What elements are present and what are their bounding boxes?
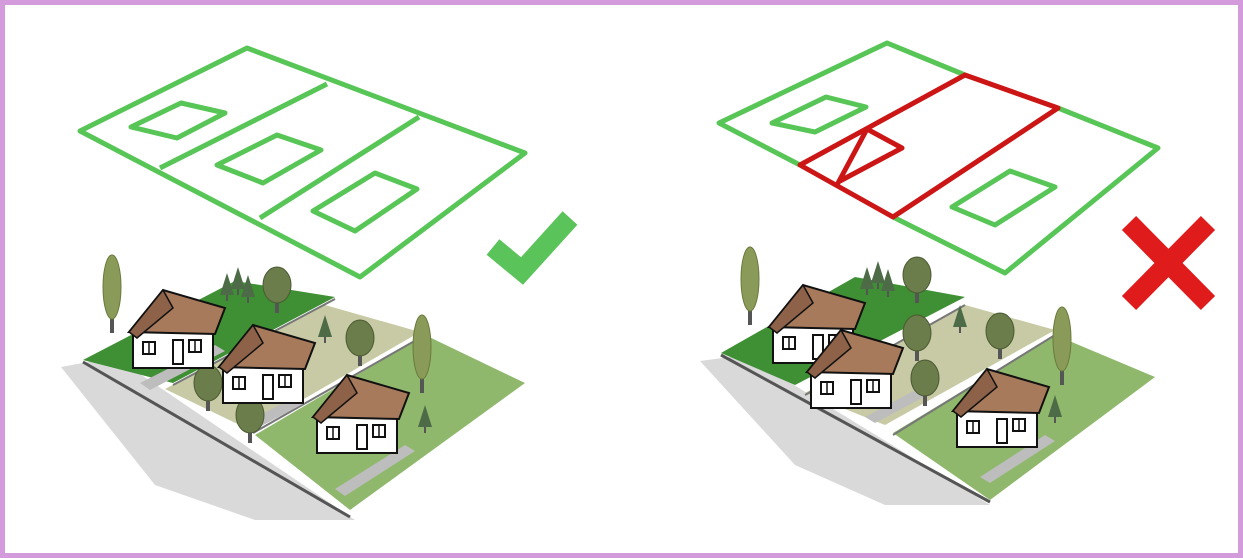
invalid-plot-outline xyxy=(800,75,1058,217)
valid-plot-outline xyxy=(80,48,525,277)
left-neighbourhood-scene xyxy=(61,255,525,520)
right-neighbourhood-scene xyxy=(700,247,1155,505)
left-panel xyxy=(61,48,570,520)
checkmark-icon xyxy=(493,218,570,271)
plot-comparison-diagram xyxy=(5,5,1238,553)
right-panel xyxy=(700,43,1208,505)
cross-icon xyxy=(1129,223,1208,303)
partial-valid-plot-outline xyxy=(719,43,1158,273)
